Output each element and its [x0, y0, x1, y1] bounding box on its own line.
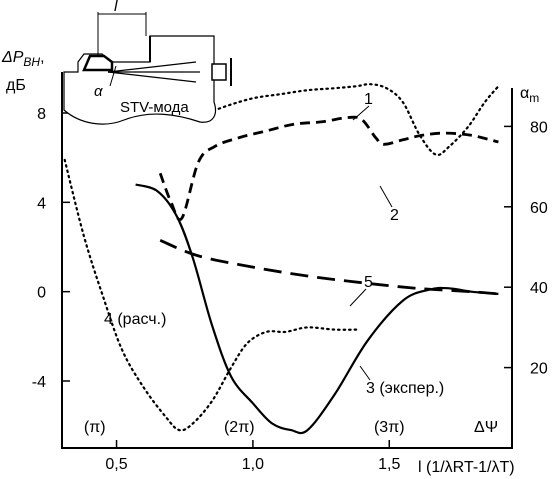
curve-label-1: 1 [364, 91, 373, 108]
curve-label-5: 5 [364, 274, 373, 291]
series-line-1 [191, 83, 500, 157]
delta-psi-label: ΔΨ [474, 419, 498, 436]
leader-3 [359, 365, 371, 381]
x-axis-label: l (1/λRT-1/λT) [418, 459, 515, 476]
phase-label: (2π) [224, 419, 255, 436]
left-tick-label: 4 [37, 195, 46, 212]
phase-label: (3π) [374, 419, 405, 436]
x-tick-label: 1,5 [378, 456, 400, 473]
inset-ray-1 [107, 61, 197, 73]
inset-mode-label: STV-мода [120, 99, 189, 116]
curve-label-3: 3 (экспер.) [366, 380, 444, 397]
phase-label: (π) [84, 419, 106, 436]
left-axis-unit: дБ [6, 77, 26, 94]
x-ticks: 0,5 1,0 1,5 [105, 440, 400, 473]
curve-label-4: 4 (расч.) [104, 311, 166, 328]
series-line-2 [158, 115, 499, 221]
series-line-3 [159, 239, 499, 296]
axis-frame [61, 72, 513, 449]
right-tick-label: 40 [530, 280, 548, 297]
leader-5 [349, 288, 367, 307]
curve-label-2: 2 [390, 207, 399, 224]
curves [63, 83, 500, 435]
left-y-ticks: 8 4 0 -4 [32, 106, 70, 391]
inset-angle-label: α [94, 83, 103, 100]
inset-ray-3 [107, 71, 197, 83]
phase-marks: (π) (2π) (3π) [84, 419, 405, 436]
inset-detector [211, 63, 227, 81]
right-tick-label: 20 [530, 361, 548, 378]
right-tick-label: 80 [530, 119, 548, 136]
series-line-5 [63, 158, 361, 432]
left-axis-label: ΔPВН, [1, 49, 45, 69]
right-y-ticks: 80 60 40 20 [504, 119, 548, 378]
x-tick-label: 1,0 [242, 456, 264, 473]
inset-sketch: l α STV-мода [63, 0, 232, 125]
series-line-4 [135, 183, 499, 435]
leader-2 [379, 185, 393, 208]
inset-probe [82, 54, 114, 72]
left-tick-label: -4 [32, 374, 46, 391]
left-tick-label: 8 [37, 106, 46, 123]
x-tick-label: 0,5 [105, 456, 127, 473]
right-tick-label: 60 [530, 200, 548, 217]
inset-ray-4 [109, 65, 117, 87]
leader-1 [352, 105, 370, 121]
left-tick-label: 0 [37, 285, 46, 302]
right-axis-label: αm [520, 85, 539, 105]
inset-dim-label: l [114, 0, 118, 15]
